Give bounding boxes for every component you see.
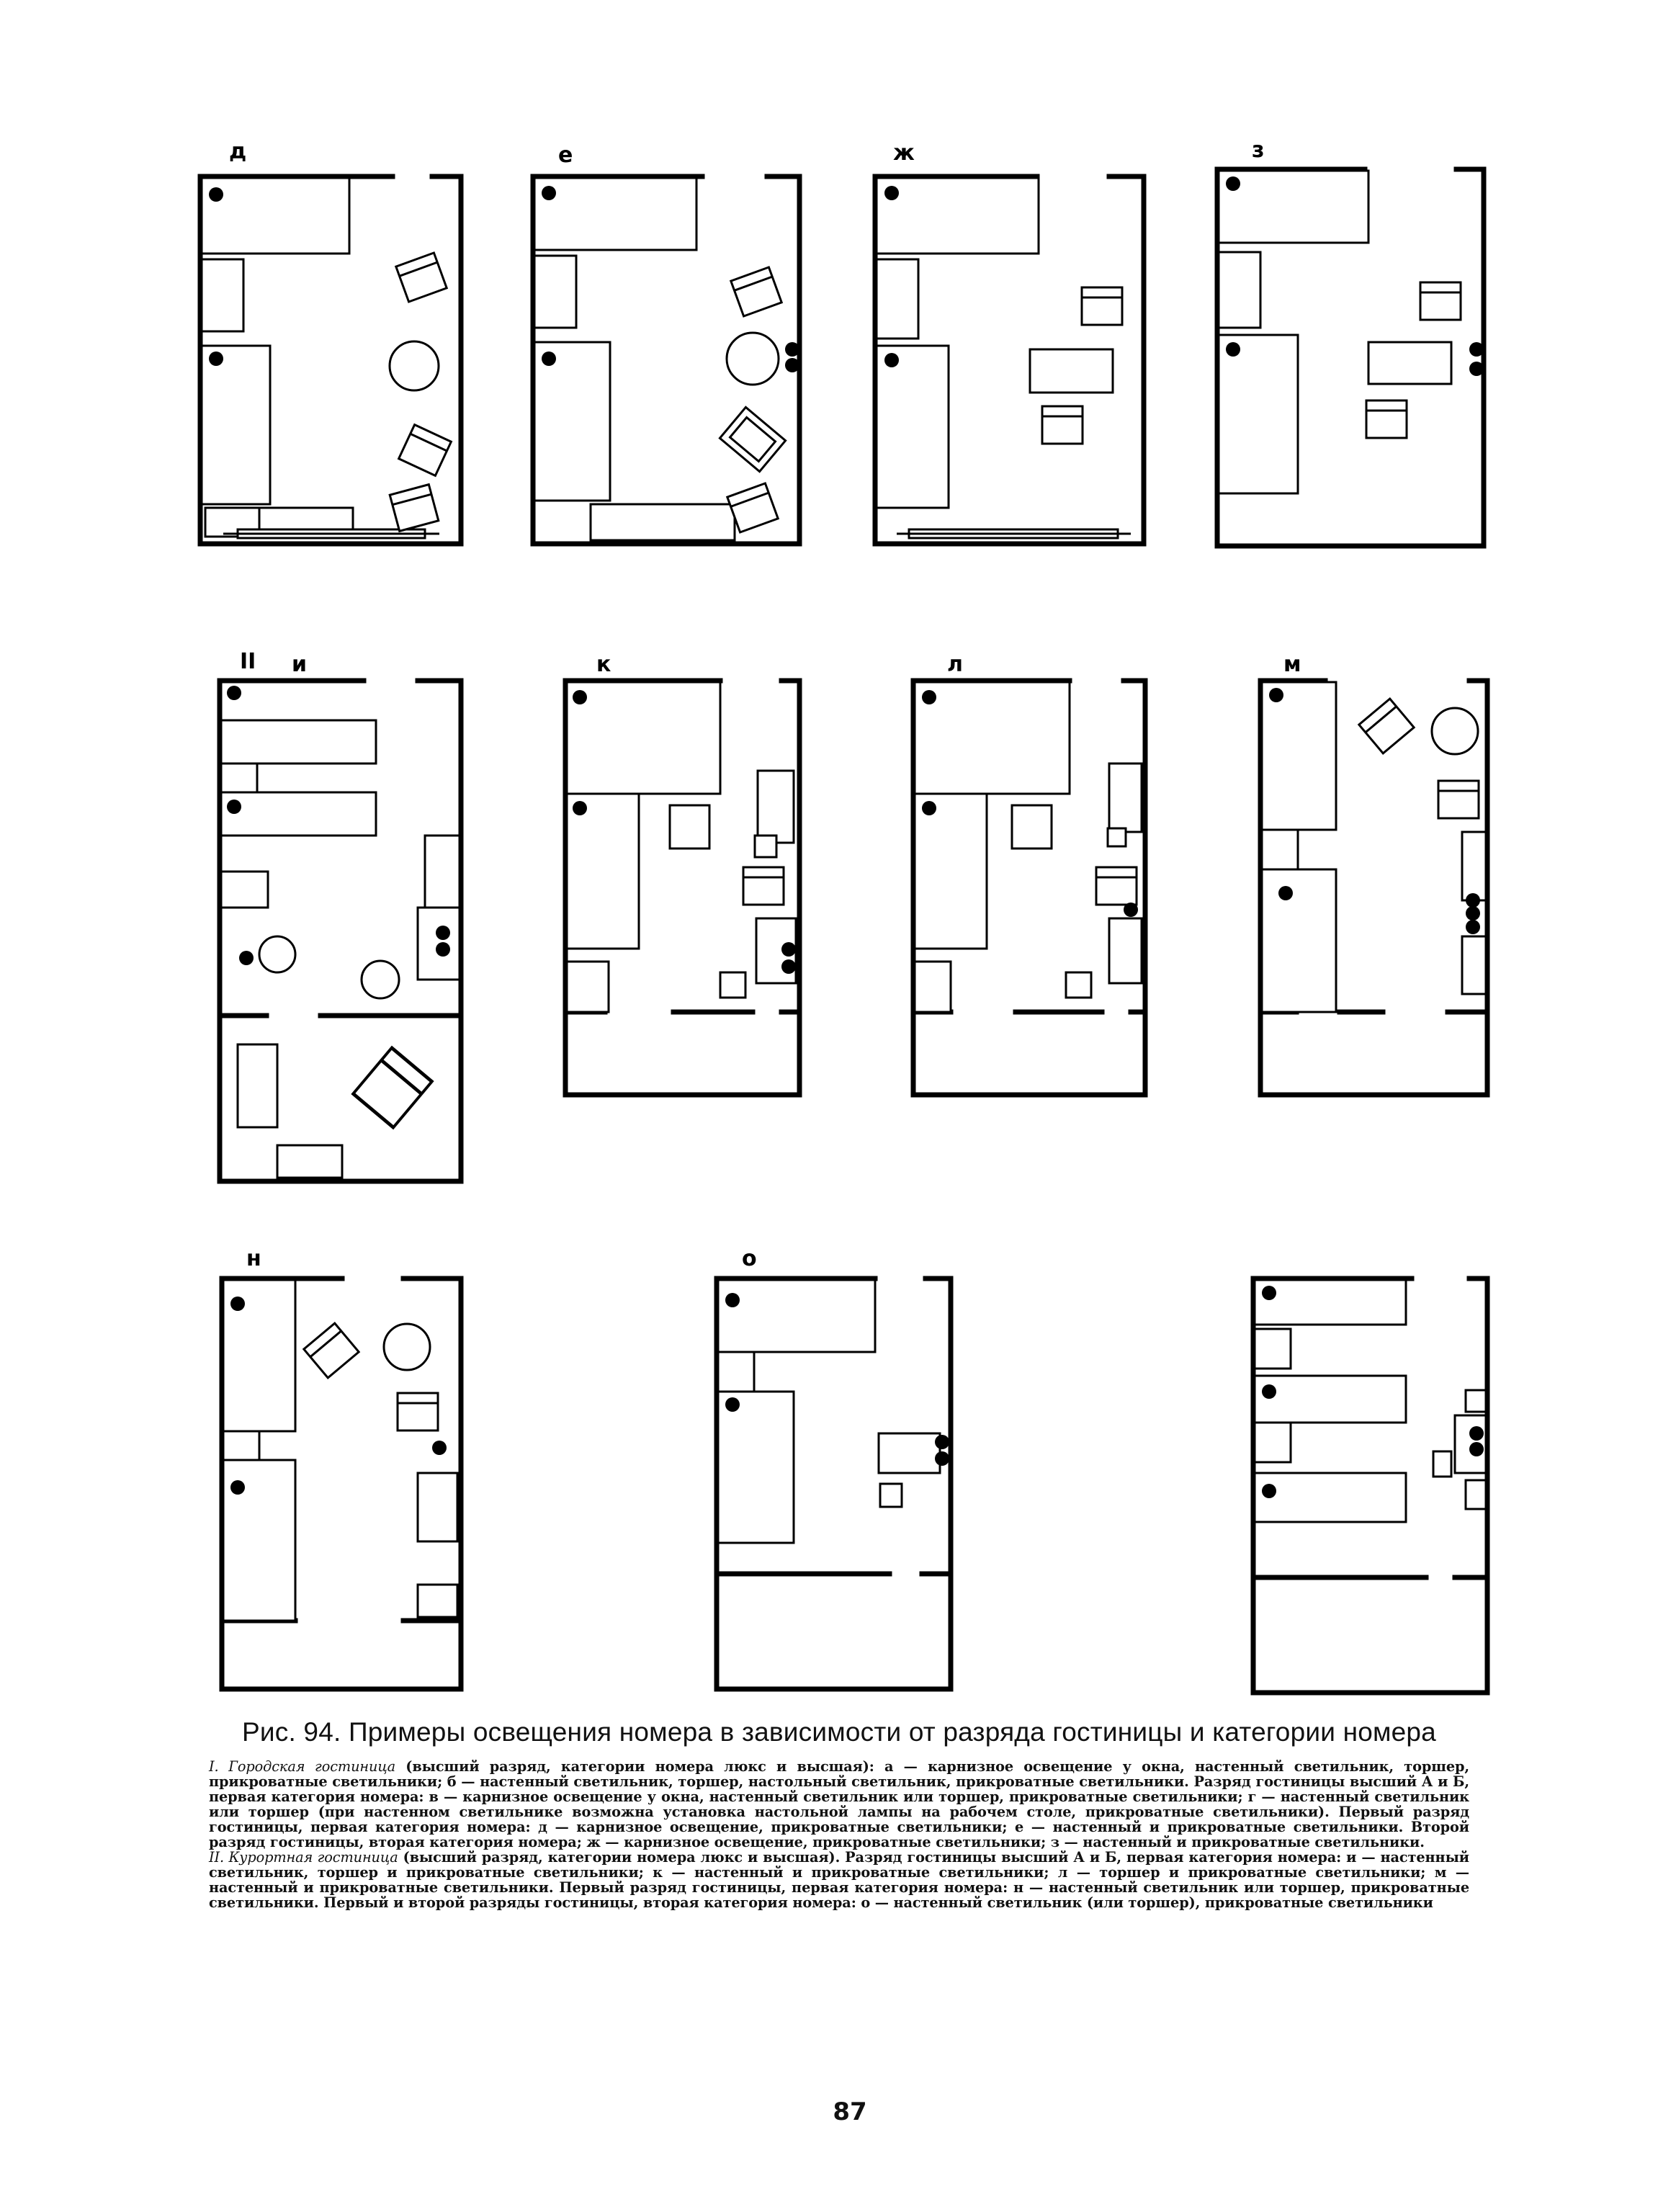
plan-zh: ж xyxy=(872,140,1147,547)
page-number: 87 xyxy=(833,2097,867,2126)
plan-label-i: и xyxy=(292,652,307,677)
plan-z: з xyxy=(1214,138,1487,549)
caption-part-2: II. Курортная гостиница (высший разряд, … xyxy=(209,1850,1469,1910)
plan-m: м xyxy=(1258,652,1490,1098)
floor-plans-diagram: д е xyxy=(197,138,1490,1696)
plan-3beds xyxy=(1250,1276,1490,1696)
caption-part-1: I. Городская гостиница (высший разряд, к… xyxy=(209,1759,1469,1850)
plan-label-zh: ж xyxy=(893,140,915,166)
figure-caption: Рис. 94. Примеры освещения номера в зави… xyxy=(209,1716,1469,1910)
plan-o: о xyxy=(714,1246,954,1692)
plan-i: и xyxy=(217,652,464,1184)
plan-k: к xyxy=(563,652,802,1098)
plan-l: л xyxy=(910,652,1148,1098)
plan-label-e: е xyxy=(558,143,573,168)
plan-label-m: м xyxy=(1283,652,1301,677)
plan-label-n: н xyxy=(246,1246,261,1271)
plan-label-d: д xyxy=(229,139,246,164)
caption-part-1-text: (высший разряд, категории номера люкс и … xyxy=(209,1758,1469,1850)
plan-e: е xyxy=(530,143,802,547)
caption-part-2-text: (высший разряд, категории номера люкс и … xyxy=(209,1849,1469,1911)
plan-n: н xyxy=(219,1246,464,1692)
plan-d: д xyxy=(197,139,464,547)
plan-label-l: л xyxy=(947,652,963,677)
plan-label-z: з xyxy=(1252,138,1264,163)
plan-label-k: к xyxy=(596,652,611,677)
group-label-ii: II xyxy=(240,649,256,674)
caption-part-1-lead: I. Городская гостиница xyxy=(209,1758,396,1775)
caption-title: Рис. 94. Примеры освещения номера в зави… xyxy=(242,1717,1436,1747)
plan-label-o: о xyxy=(742,1246,757,1271)
caption-part-2-lead: II. Курортная гостиница xyxy=(209,1849,398,1866)
